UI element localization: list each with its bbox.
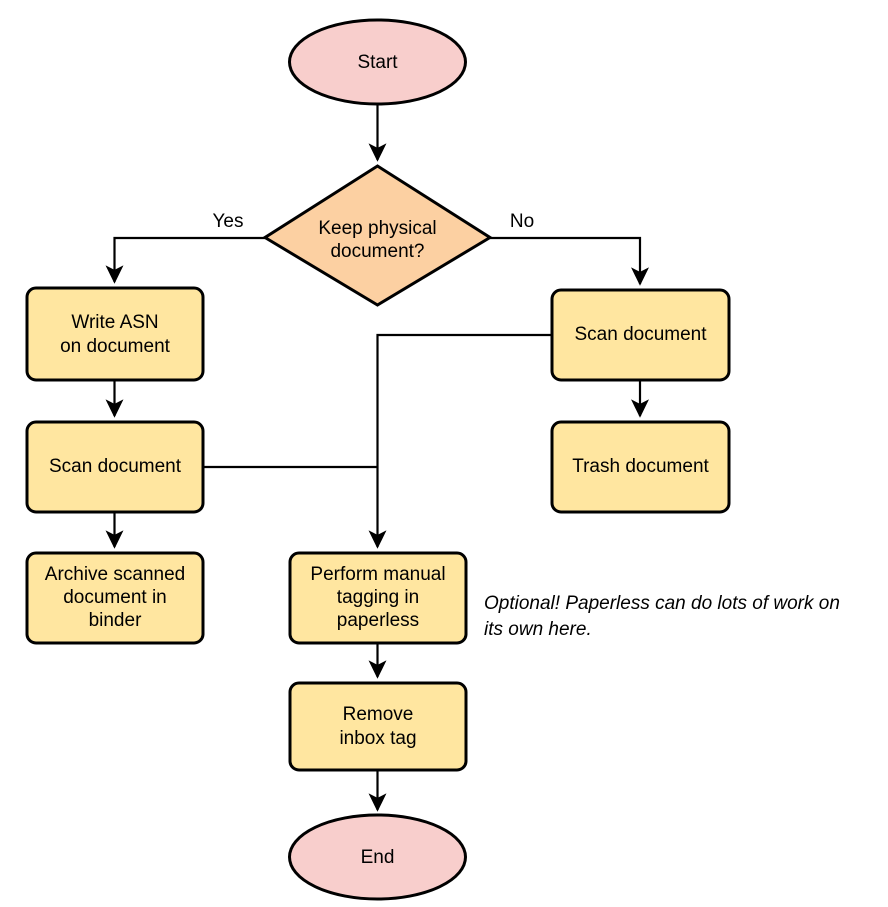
edge-label-no: No (510, 211, 534, 232)
annotation-optional-paperless: Optional! Paperless can do lots of work … (484, 593, 840, 640)
decision-diamond[interactable] (262, 164, 493, 307)
edge-decision-yes-to-write-asn (105, 236, 265, 284)
node-decision-keep-physical-document[interactable]: Keep physical document? (262, 164, 493, 307)
scan-document-right-box[interactable] (550, 288, 731, 382)
archive-label-line3: binder (89, 610, 142, 631)
edges-group (105, 104, 650, 812)
end-ellipse[interactable] (288, 813, 467, 901)
decision-label-line2: document? (330, 241, 424, 262)
node-remove-inbox-tag[interactable]: Remove inbox tag (288, 681, 468, 772)
tagging-label-line2: tagging in (337, 587, 419, 608)
write-asn-label-line2: on document (60, 336, 171, 357)
write-asn-label-line1: Write ASN (71, 312, 158, 333)
trash-document-box[interactable] (550, 420, 731, 514)
remove-inbox-box[interactable] (288, 681, 468, 772)
start-label: Start (357, 52, 398, 73)
remove-inbox-label-line2: inbox tag (339, 728, 416, 749)
end-label: End (361, 847, 395, 868)
start-ellipse[interactable] (288, 18, 467, 106)
annotation-line1: Optional! Paperless can do lots of work … (484, 593, 840, 614)
node-start[interactable]: Start (288, 18, 467, 106)
write-asn-box[interactable] (25, 286, 205, 382)
node-scan-document-right[interactable]: Scan document (550, 288, 731, 382)
scan-document-left-box[interactable] (25, 420, 205, 514)
archive-box[interactable] (25, 551, 205, 645)
edge-decision-no-to-scan-right (490, 236, 650, 286)
node-archive-scanned-document[interactable]: Archive scanned document in binder (25, 551, 205, 645)
remove-inbox-label-line1: Remove (343, 704, 414, 725)
node-write-asn-on-document[interactable]: Write ASN on document (25, 286, 205, 382)
archive-label-line2: document in (63, 587, 167, 608)
tagging-label-line3: paperless (337, 610, 419, 631)
node-trash-document[interactable]: Trash document (550, 420, 731, 514)
annotation-line2: its own here. (484, 619, 592, 640)
node-scan-document-left[interactable]: Scan document (25, 420, 205, 514)
decision-label-line1: Keep physical (318, 218, 436, 239)
node-perform-manual-tagging[interactable]: Perform manual tagging in paperless (288, 551, 468, 645)
edge-labels-group: Yes No (213, 211, 535, 232)
tagging-label-line1: Perform manual (310, 564, 445, 585)
tagging-box[interactable] (288, 551, 468, 645)
scan-document-left-label: Scan document (49, 456, 182, 477)
edge-label-yes: Yes (213, 211, 244, 232)
scan-document-right-label: Scan document (574, 324, 707, 345)
edge-scan-right-to-tagging (368, 333, 552, 549)
node-end[interactable]: End (288, 813, 467, 901)
trash-document-label: Trash document (572, 456, 709, 477)
archive-label-line1: Archive scanned (45, 564, 185, 585)
